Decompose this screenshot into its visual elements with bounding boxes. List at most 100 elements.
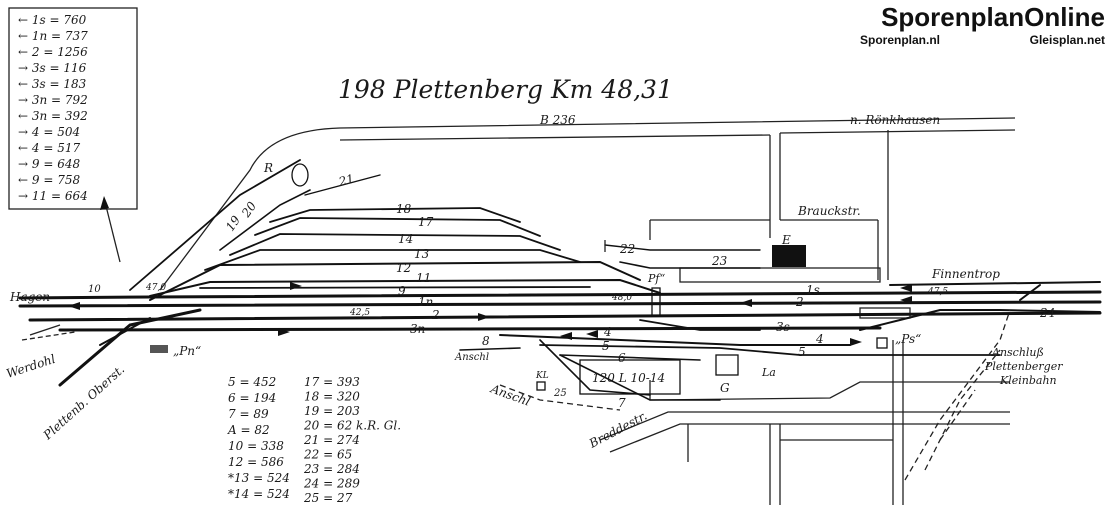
label-g: G [720, 381, 730, 395]
length-entry: *14 = 524 [228, 487, 290, 501]
legend-entry: → 3s = 116 [18, 61, 87, 75]
label-anschluss-kb2: Plettenberger [984, 360, 1063, 373]
legend-entry: ← 3s = 183 [18, 77, 87, 91]
length-entry: 23 = 284 [303, 462, 360, 476]
track-label-18: 18 [396, 202, 412, 216]
lower-tracks [21, 309, 1101, 481]
platform-upper [679, 267, 881, 283]
label-breddestr: Breddestr. [586, 409, 649, 452]
track-label-12: 12 [396, 261, 411, 275]
track-label-9: 9 [398, 284, 406, 298]
legend-entry: ← 2 = 1256 [18, 45, 88, 59]
brand-site-left: Sporenplan.nl [860, 33, 941, 47]
label-ps: „Ps“ [895, 332, 921, 346]
length-entry: 12 = 586 [228, 455, 284, 469]
label-ronkhausen: n. Rönkhausen [850, 113, 940, 127]
track-label-4: 4 [603, 325, 612, 339]
signal-box-ps [876, 337, 888, 349]
legend-lines: ← 1s = 760 ← 1n = 737 ← 2 = 1256 → 3s = 116… [18, 13, 88, 203]
label-la: La [761, 366, 776, 379]
legend-entry: ← 9 = 758 [18, 173, 80, 187]
label-pf: Pf“ [647, 272, 666, 285]
legend-entry: → 3n = 792 [18, 93, 88, 107]
engine-shed [579, 359, 681, 395]
length-entry: *13 = 524 [228, 471, 290, 485]
direction-arrows [68, 282, 912, 346]
length-entry: 21 = 274 [303, 433, 360, 447]
track-label-3s: 3s [776, 320, 790, 334]
label-km-c: 48,0 [611, 293, 632, 303]
length-entry: 6 = 194 [228, 391, 276, 405]
signal-box-pn [150, 345, 168, 353]
diagram-title: 198 Plettenberg Km 48,31 [338, 75, 673, 104]
label-km-d: 47,5 [927, 287, 948, 297]
track-label-2: 2 [431, 308, 440, 322]
pointer-arrow-icon [100, 196, 109, 210]
length-entry: 25 = 27 [303, 491, 353, 505]
label-e: E [781, 233, 791, 247]
track-label-22: 22 [619, 242, 635, 256]
building-e [772, 245, 806, 267]
turntable-r [291, 163, 309, 187]
track-label-20: 20 [238, 199, 259, 221]
label-anschl-1: Anschl [454, 352, 489, 363]
building-g [715, 354, 739, 376]
track-label-19: 19 [223, 213, 243, 234]
track-label-23: 23 [711, 254, 728, 268]
label-brauckstr: Brauckstr. [797, 204, 861, 218]
length-entry: 5 = 452 [228, 375, 276, 389]
main-tracks [18, 281, 1102, 387]
track-label-5-right: 5 [798, 345, 806, 359]
label-plettenb-oberst: Plettenb. Oberst. [40, 362, 127, 443]
legend-entry: ← 1s = 760 [18, 13, 87, 27]
signal-box-pf [651, 287, 661, 317]
length-entry: 17 = 393 [304, 375, 360, 389]
label-engine-shed: 120 L 10-14 [592, 371, 665, 385]
brand-title: SporenplanOnline [881, 2, 1105, 32]
track-label-6: 6 [618, 351, 626, 365]
legend-entry: → 11 = 664 [18, 189, 88, 203]
length-entry: 24 = 289 [303, 477, 360, 491]
legend-entry: ← 3n = 392 [18, 109, 88, 123]
roads [29, 117, 1016, 505]
track-label-7: 7 [618, 396, 626, 410]
length-entry: 19 = 203 [304, 404, 360, 418]
track-label-17: 17 [418, 215, 434, 229]
label-r: R [263, 161, 273, 175]
track-label-5: 5 [602, 339, 610, 353]
length-entry: 22 = 65 [303, 448, 352, 462]
length-entry: 18 = 320 [304, 390, 360, 404]
legend-entry: ← 1n = 737 [18, 29, 88, 43]
length-entry: A = 82 [227, 423, 270, 437]
track-label-21: 21 [336, 172, 355, 190]
legend-entry: ← 4 = 517 [18, 141, 80, 155]
label-anschl-2: Anschl [488, 381, 532, 409]
track-label-2-right: 2 [795, 295, 804, 309]
track-label-25: 25 [553, 388, 567, 399]
track-label-3n: 3n [410, 322, 425, 336]
label-km-b: 47,0 [145, 283, 166, 293]
label-b236: B 236 [539, 113, 576, 127]
yard-tracks [129, 159, 761, 301]
track-label-1n: 1n [418, 295, 433, 309]
labels: n. Rönkhausen B 236 Brauckstr. Finnentro… [5, 113, 1064, 451]
label-pn: „Pn“ [173, 344, 201, 358]
track-label-8: 8 [482, 334, 490, 348]
track-label-13: 13 [414, 247, 430, 261]
track-label-11: 11 [416, 271, 431, 285]
legend-box [8, 7, 138, 210]
length-entry: 7 = 89 [228, 407, 269, 421]
track-label-1s: 1s [806, 283, 820, 297]
track-label-4-right: 4 [815, 332, 824, 346]
label-kl: KL [535, 371, 549, 381]
track-label-24: 24 [1039, 306, 1055, 320]
label-anschluss-kb1: Anschluß [991, 346, 1044, 359]
kl-box [536, 381, 546, 391]
track-label-14: 14 [398, 232, 413, 246]
track-label-10: 10 [88, 284, 101, 295]
legend-entry: → 4 = 504 [18, 125, 80, 139]
brand-site-right: Gleisplan.net [1029, 33, 1105, 47]
